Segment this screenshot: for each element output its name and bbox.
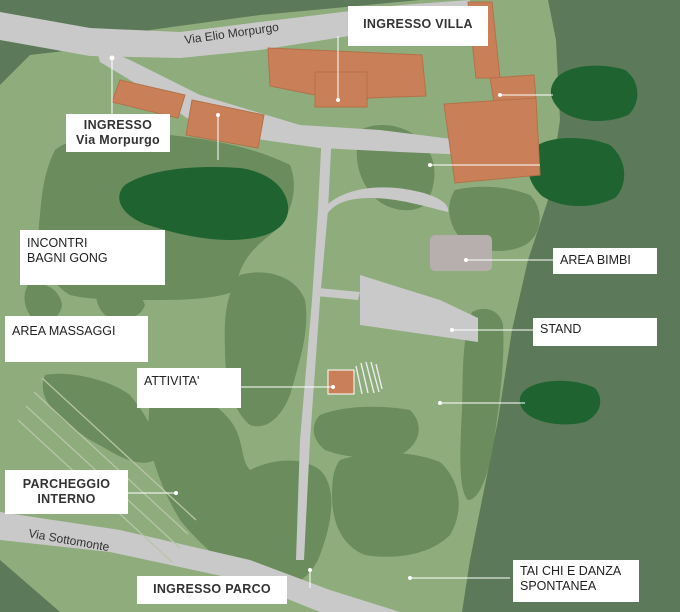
path-curve: [322, 187, 449, 220]
tree-clump: [332, 452, 459, 557]
building: [111, 79, 186, 119]
road-bottom: [0, 512, 400, 612]
tree-clump: [148, 391, 332, 589]
stand-area: [360, 275, 478, 342]
activity-pad: [327, 369, 355, 395]
label-ingresso-parco: INGRESSO PARCO: [137, 576, 287, 604]
tree-clump: [24, 283, 62, 322]
path-center: [296, 130, 332, 560]
label-ingresso-morpurgo: INGRESSO Via Morpurgo: [66, 114, 170, 152]
tree-clump: [224, 272, 307, 427]
label-area-bimbi: AREA BIMBI: [553, 248, 657, 274]
tree-clump: [460, 308, 504, 500]
building: [185, 99, 265, 149]
path-stand-link: [316, 288, 360, 300]
dark-tree: [519, 380, 601, 425]
label-stand: STAND: [533, 318, 657, 346]
label-attivita: ATTIVITA': [137, 368, 241, 408]
dark-tree: [119, 166, 289, 240]
leader-lines: [111, 36, 553, 588]
dark-tree: [527, 138, 625, 207]
label-parcheggio-interno: PARCHEGGIO INTERNO: [5, 470, 128, 514]
label-tai-chi: TAI CHI E DANZA SPONTANEA: [513, 560, 639, 602]
building: [443, 97, 541, 184]
tree-clump: [449, 186, 540, 252]
building: [314, 71, 368, 108]
tree-clump: [96, 284, 145, 319]
label-incontri-bagni-gong: INCONTRI BAGNI GONG: [20, 230, 165, 285]
stage-seating: [355, 361, 383, 395]
leader-dots: [109, 55, 502, 580]
label-area-massaggi: AREA MASSAGGI: [5, 316, 148, 362]
label-ingresso-villa: INGRESSO VILLA: [348, 6, 488, 46]
roads: [0, 0, 478, 612]
tree-clump: [313, 406, 419, 458]
playground: [430, 235, 492, 271]
dark-tree: [550, 65, 638, 122]
dark-trees: [119, 65, 638, 425]
tree-clump: [42, 373, 157, 463]
